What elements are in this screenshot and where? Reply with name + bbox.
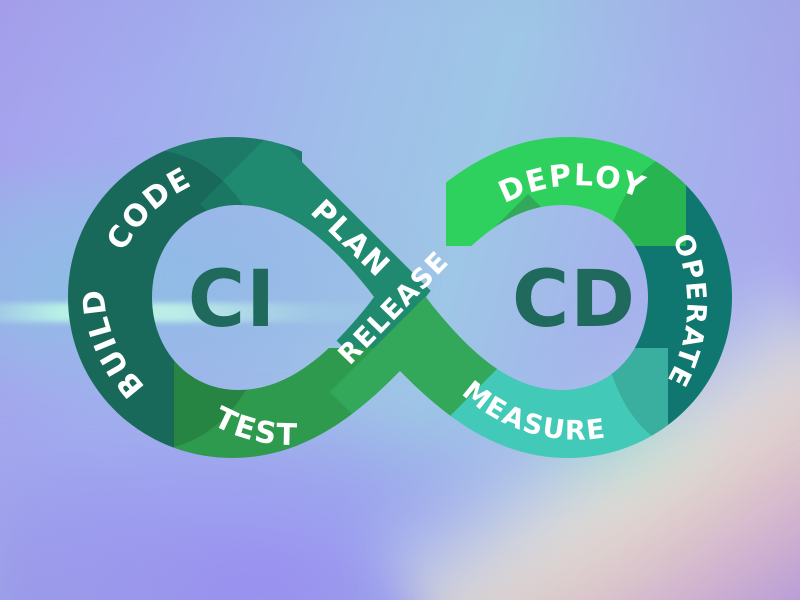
center-label-cd: CD	[512, 255, 636, 345]
segment-release-fill	[330, 194, 600, 464]
loop-ribbon-segments	[40, 120, 750, 480]
loop-shading	[30, 150, 780, 450]
segment-deploy-fill	[446, 120, 686, 246]
center-label-ci: CI	[188, 255, 276, 345]
